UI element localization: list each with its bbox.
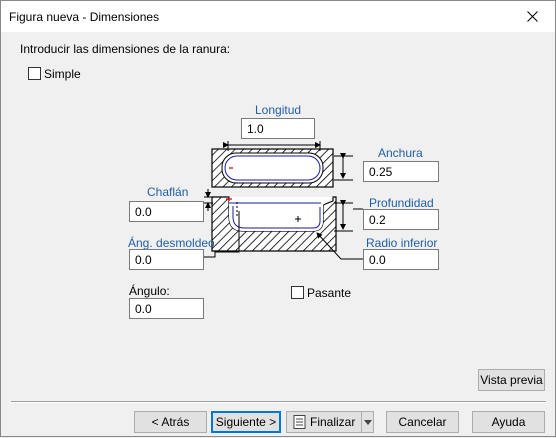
- radio-inferior-leader: [316, 232, 363, 260]
- finalizar-label: Finalizar: [310, 415, 356, 429]
- angulo-label: Ángulo:: [129, 284, 170, 298]
- anchura-input[interactable]: [363, 161, 439, 182]
- chaflan-dimension-line: [204, 189, 213, 211]
- chaflan-input[interactable]: [129, 201, 204, 222]
- longitud-input[interactable]: [241, 118, 315, 139]
- profundidad-input[interactable]: [363, 209, 439, 230]
- vista-previa-button[interactable]: Vista previa: [478, 369, 545, 391]
- pasante-label: Pasante: [307, 286, 352, 300]
- simple-checkbox[interactable]: [28, 67, 41, 80]
- radio-inferior-input[interactable]: [363, 249, 439, 270]
- finalizar-dropdown-toggle[interactable]: [361, 412, 373, 432]
- anchura-dimension-line: [334, 153, 353, 181]
- siguiente-button[interactable]: Siguiente >: [211, 411, 281, 433]
- simple-label: Simple: [44, 67, 81, 81]
- finalizar-split-button[interactable]: Finalizar: [286, 411, 374, 433]
- footer-separator: [11, 401, 546, 403]
- longitud-dimension-line: [223, 141, 321, 151]
- document-checklist-icon: [293, 415, 306, 429]
- window-title: Figura nueva - Dimensiones: [9, 10, 160, 24]
- chevron-down-icon: [363, 419, 372, 425]
- chaflan-label: Chaflán: [147, 185, 189, 199]
- ang-desmoldeo-input[interactable]: [129, 249, 204, 270]
- intro-label: Introducir las dimensiones de la ranura:: [20, 42, 231, 56]
- section-view-block: [211, 196, 337, 252]
- pasante-checkbox[interactable]: [291, 286, 304, 299]
- ayuda-button[interactable]: Ayuda: [472, 411, 545, 433]
- ang-desmoldeo-leader: [204, 211, 240, 258]
- anchura-label: Anchura: [378, 146, 423, 160]
- longitud-label: Longitud: [255, 103, 302, 117]
- profundidad-label: Profundidad: [369, 196, 434, 210]
- finalizar-button[interactable]: Finalizar: [287, 412, 361, 432]
- ang-desmoldeo-label: Áng. desmoldeo: [128, 236, 215, 250]
- angulo-input[interactable]: [129, 298, 204, 319]
- radio-inferior-label: Radio inferior: [366, 236, 438, 250]
- title-bar: Figura nueva - Dimensiones: [1, 1, 555, 32]
- profundidad-dimension-line: [334, 200, 363, 232]
- atras-button[interactable]: < Atrás: [134, 411, 207, 433]
- top-view-block: [211, 148, 334, 188]
- cancelar-button[interactable]: Cancelar: [386, 411, 459, 433]
- close-button[interactable]: [509, 1, 555, 32]
- close-icon: [526, 11, 538, 22]
